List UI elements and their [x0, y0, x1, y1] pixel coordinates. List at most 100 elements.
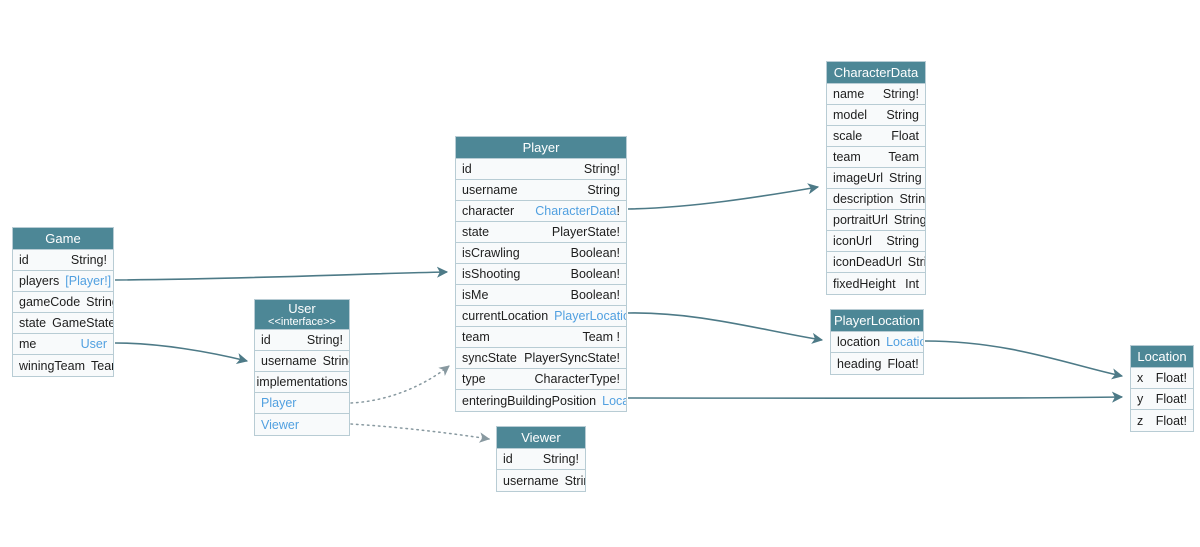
implementation-row-viewer[interactable]: Viewer — [255, 414, 349, 435]
field-type: GameState! — [52, 316, 113, 330]
field-row[interactable]: players [Player!] — [13, 271, 113, 292]
field-row[interactable]: enteringBuildingPosition Location — [456, 390, 626, 411]
field-type: CharacterType! — [534, 372, 620, 386]
entity-location[interactable]: Location x Float! y Float! z Float! — [1130, 345, 1194, 432]
field-row[interactable]: iconUrl String — [827, 231, 925, 252]
field-type-link[interactable]: PlayerLocation — [554, 309, 626, 323]
entity-user[interactable]: User <<interface>> id String! username S… — [254, 299, 350, 436]
field-row[interactable]: portraitUrl String — [827, 210, 925, 231]
field-type: Float! — [887, 356, 919, 371]
field-name: name — [833, 87, 865, 101]
field-row[interactable]: team Team ! — [456, 327, 626, 348]
field-row[interactable]: state PlayerState! — [456, 222, 626, 243]
field-type: String — [886, 234, 919, 248]
field-type-link[interactable]: User — [80, 337, 107, 351]
edge-player-enteringbuildingposition-to-location — [627, 391, 1124, 403]
entity-player-location-title: PlayerLocation — [831, 310, 923, 332]
field-type: String! — [583, 162, 620, 176]
non-null-marker: ! — [616, 204, 620, 218]
entity-player[interactable]: Player id String! username String charac… — [455, 136, 627, 412]
entity-viewer[interactable]: Viewer id String! username String — [496, 426, 586, 492]
field-type: Team — [888, 150, 919, 164]
field-type: Boolean! — [570, 288, 620, 302]
field-row[interactable]: username String — [456, 180, 626, 201]
field-row[interactable]: description String — [827, 189, 925, 210]
field-row[interactable]: state GameState! — [13, 313, 113, 334]
field-type: PlayerSyncState! — [524, 351, 620, 365]
implementation-link[interactable]: Player — [261, 396, 297, 410]
entity-character-data[interactable]: CharacterData name String! model String … — [826, 61, 926, 295]
field-row[interactable]: winingTeam Team — [13, 355, 113, 376]
implementation-row-player[interactable]: Player — [255, 393, 349, 414]
field-row[interactable]: username String — [497, 470, 585, 491]
entity-user-title: User <<interface>> — [255, 300, 349, 330]
field-name: heading — [837, 356, 882, 371]
field-type: PlayerState! — [551, 225, 620, 239]
field-type: String — [893, 213, 925, 227]
field-type-link[interactable]: Location! — [886, 335, 923, 349]
field-row[interactable]: gameCode String! — [13, 292, 113, 313]
field-row[interactable]: id String! — [13, 250, 113, 271]
field-row[interactable]: y Float! — [1131, 389, 1193, 410]
field-row[interactable]: isMe Boolean! — [456, 285, 626, 306]
field-type: String! — [86, 295, 113, 309]
field-row[interactable]: username String — [255, 351, 349, 372]
edge-player-character-to-characterdata — [627, 183, 820, 210]
edge-user-implements-player — [350, 365, 450, 404]
entity-user-name: User — [288, 301, 316, 316]
entity-viewer-title: Viewer — [497, 427, 585, 449]
field-name: username — [462, 183, 518, 197]
field-row[interactable]: fixedHeight Int — [827, 273, 925, 294]
field-type-link[interactable]: CharacterData — [535, 204, 617, 218]
entity-game-title: Game — [13, 228, 113, 250]
field-row[interactable]: id String! — [255, 330, 349, 351]
field-name: isMe — [462, 288, 489, 302]
field-row[interactable]: currentLocation PlayerLocation! — [456, 306, 626, 327]
field-row[interactable]: model String — [827, 105, 925, 126]
field-row[interactable]: syncState PlayerSyncState! — [456, 348, 626, 369]
field-row[interactable]: me User — [13, 334, 113, 355]
field-row[interactable]: heading Float! — [831, 353, 923, 374]
field-row[interactable]: isCrawling Boolean! — [456, 243, 626, 264]
edge-player-currentlocation-to-playerlocation — [627, 312, 824, 344]
field-type: String — [907, 255, 925, 269]
field-type: Boolean! — [570, 267, 620, 281]
field-type-link[interactable]: Location — [602, 393, 626, 408]
field-name: enteringBuildingPosition — [462, 393, 597, 408]
field-row[interactable]: location Location! — [831, 332, 923, 353]
implementation-link[interactable]: Viewer — [261, 417, 299, 432]
field-row[interactable]: scale Float — [827, 126, 925, 147]
field-type: String — [564, 473, 585, 488]
field-name: scale — [833, 129, 863, 143]
entity-player-title: Player — [456, 137, 626, 159]
field-name: players — [19, 274, 60, 288]
field-row[interactable]: character CharacterData! — [456, 201, 626, 222]
field-row[interactable]: x Float! — [1131, 368, 1193, 389]
field-row[interactable]: team Team — [827, 147, 925, 168]
field-type-link[interactable]: [Player!] — [65, 274, 112, 288]
field-name: location — [837, 335, 881, 349]
field-name: y — [1137, 392, 1144, 406]
field-row[interactable]: id String! — [456, 159, 626, 180]
field-row[interactable]: type CharacterType! — [456, 369, 626, 390]
section-label-text: implementations — [256, 375, 348, 389]
field-row[interactable]: imageUrl String — [827, 168, 925, 189]
field-name: type — [462, 372, 486, 386]
field-row[interactable]: id String! — [497, 449, 585, 470]
entity-character-data-title: CharacterData — [827, 62, 925, 84]
field-type: Float! — [1155, 413, 1187, 428]
entity-location-title: Location — [1131, 346, 1193, 368]
field-row[interactable]: iconDeadUrl String — [827, 252, 925, 273]
field-name: syncState — [462, 351, 517, 365]
field-row[interactable]: name String! — [827, 84, 925, 105]
field-type: String! — [542, 452, 579, 466]
field-name: model — [833, 108, 868, 122]
field-type: String — [886, 108, 919, 122]
field-name: currentLocation — [462, 309, 549, 323]
field-row[interactable]: isShooting Boolean! — [456, 264, 626, 285]
entity-game[interactable]: Game id String! players [Player!] gameCo… — [12, 227, 114, 377]
entity-player-location[interactable]: PlayerLocation location Location! headin… — [830, 309, 924, 375]
field-row[interactable]: z Float! — [1131, 410, 1193, 431]
field-name: fixedHeight — [833, 276, 896, 291]
